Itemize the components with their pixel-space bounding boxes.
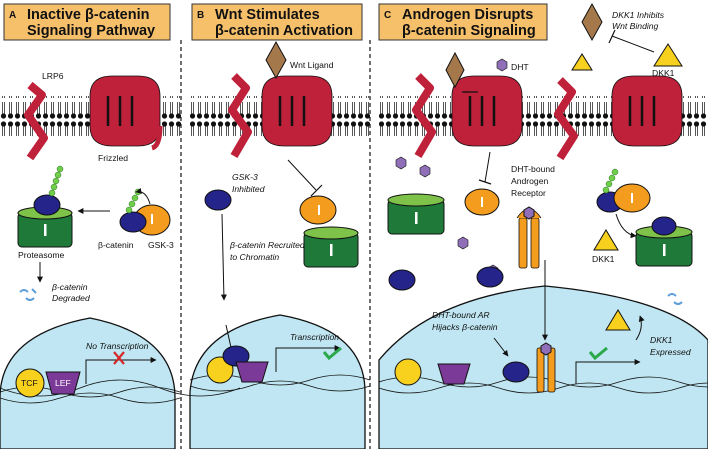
proteasome-b-icon: [303, 226, 359, 268]
cross-icon: [113, 351, 125, 365]
beta-catenin-b-icon: [204, 189, 232, 211]
frizzled-label: Frizzled: [98, 153, 128, 163]
beta-catenin-icon: [33, 194, 61, 216]
lrp6-c-receptor-icon: [412, 73, 436, 159]
tcf-icon: [15, 368, 45, 398]
tcf-label: TCF: [21, 378, 38, 388]
degraded-label-2: Degraded: [52, 293, 90, 303]
dkk1-inhibits-label-1: DKK1 Inhibits: [612, 10, 665, 20]
proteasome-label: Proteasome: [18, 250, 65, 260]
frizzled-b-receptor-icon: [261, 75, 333, 147]
panel-a-letter: A: [9, 10, 16, 21]
dkk1-mid-label: DKK1: [592, 254, 615, 264]
lrp6-label: LRP6: [42, 71, 64, 81]
dht-label: DHT: [511, 62, 529, 72]
panel-b-letter: B: [197, 10, 204, 21]
lef-icon: [45, 371, 81, 395]
gsk3-label: GSK-3: [148, 240, 174, 250]
frizzled-c-receptor-icon: [451, 75, 523, 147]
beta-catenin-label: β-catenin: [98, 240, 134, 250]
lrp6-receptor-icon: [24, 81, 48, 161]
panel-b-title-1: Wnt Stimulates: [215, 7, 320, 23]
dkk1-expr-label-2: Expressed: [650, 347, 691, 357]
panel-b-title: B Wnt Stimulates β-catenin Activation: [191, 3, 363, 41]
check-c-icon: [588, 346, 608, 361]
inhibit-arrow-icon: [287, 159, 317, 191]
dht-bound-label-2: Androgen: [511, 176, 548, 186]
dna-c-icon: [378, 376, 708, 394]
recruited-label-1: β-catenin Recruited: [229, 240, 305, 250]
gsk3-inhibited-label-2: Inhibited: [232, 184, 265, 194]
androgen-receptor-icon: [516, 208, 542, 269]
panel-a-title: A Inactive β-catenin Signaling Pathway: [3, 3, 171, 41]
dht-bound-label-1: DHT-bound: [511, 164, 555, 174]
panel-b-title-2: β-catenin Activation: [215, 23, 353, 39]
dkk1-expr-label-1: DKK1: [650, 335, 673, 345]
proteasome-c-icon: [387, 193, 445, 235]
panel-c-title: C Androgen Disrupts β-catenin Signaling: [378, 3, 548, 41]
wnt-ligand-label: Wnt Ligand: [290, 60, 334, 70]
dkk1-inhibits-label-2: Wnt Binding: [612, 21, 659, 31]
check-icon: [322, 346, 342, 361]
dht-bound-label-3: Receptor: [511, 188, 546, 198]
lef-label: LEF: [55, 378, 71, 388]
recruited-label-2: to Chromatin: [230, 252, 279, 262]
nucleus-shapes: [0, 285, 708, 449]
degraded-label-1: β-catenin: [51, 282, 88, 292]
panel-a-title-2: Signaling Pathway: [27, 23, 155, 39]
panel-c-letter: C: [384, 10, 391, 21]
hijack-label-1: DHT-bound AR: [432, 310, 490, 320]
beta-catenin-complex-icon: [119, 211, 147, 233]
panel-c-title-1: Androgen Disrupts: [402, 7, 533, 23]
tcf-b-icon: [206, 356, 234, 384]
dkk1-top-label: DKK1: [652, 68, 675, 78]
lef-b-icon: [235, 361, 269, 383]
gsk3-inhibited-label-1: GSK-3: [232, 172, 258, 182]
phosphate-chain-icon: [48, 165, 64, 197]
transcription-label: Transcription: [290, 332, 339, 342]
hijack-label-2: Hijacks β-catenin: [432, 322, 498, 332]
degraded-fragments-icon: [19, 288, 37, 301]
no-transcription-label: No Transcription: [86, 341, 149, 351]
lrp6-b-receptor-icon: [228, 73, 252, 159]
frizzled-receptor-icon: [89, 75, 163, 151]
panel-c-title-2: β-catenin Signaling: [402, 23, 536, 39]
wnt-ligand-icon: [265, 40, 287, 80]
panel-a-title-1: Inactive β-catenin: [27, 7, 149, 23]
